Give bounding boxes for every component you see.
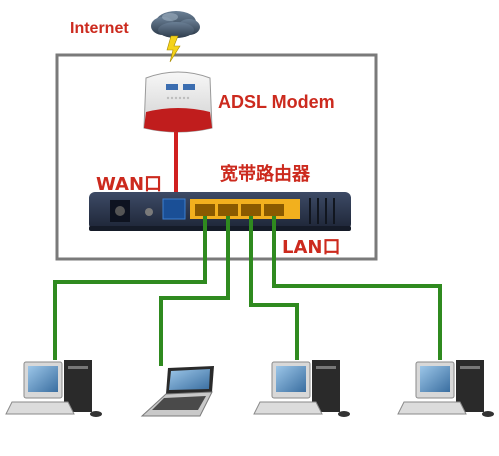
desktop-computer-icon [397,360,494,417]
desktop-computer-icon [253,360,350,417]
cloud-icon [151,11,200,38]
laptop-icon [140,366,214,417]
lan-port-label: LAN口 [282,237,341,258]
lightning-icon [166,35,181,63]
adsl-modem-label: ADSL Modem [218,92,335,112]
router-icon [89,192,351,231]
lan-cables [53,216,442,366]
lan-cable-3 [249,216,299,360]
desktop-computer-icon [5,360,102,417]
lan-cable-2 [159,216,230,366]
adsl-modem-icon [143,71,213,133]
lan-cable-4 [272,216,442,360]
equipment-frame [55,53,378,261]
wan-port-label: WAN口 [96,174,163,195]
internet-label: Internet [70,20,129,37]
lan-cable-1 [53,216,207,360]
router-label: 宽带路由器 [220,164,310,185]
